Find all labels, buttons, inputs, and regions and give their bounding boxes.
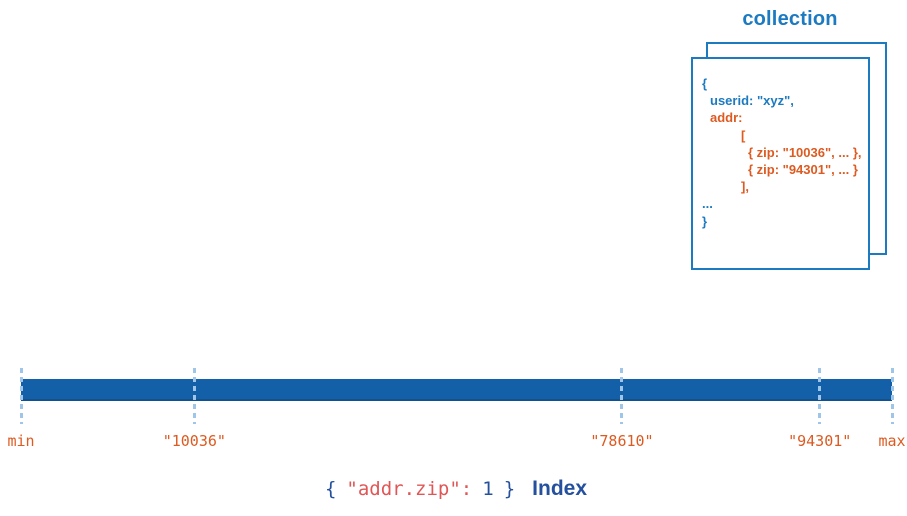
collection-card-front: {userid: "xyz",addr:[{ zip: "10036", ...… [691, 57, 870, 270]
tick-dashed-line [818, 368, 822, 424]
code-line: { [702, 76, 708, 91]
tick-label: max [878, 432, 906, 450]
code-line: userid: "xyz", [710, 93, 794, 109]
code-line: addr: [710, 110, 743, 126]
code-line: ... [702, 196, 713, 212]
tick-dashed-line [192, 368, 196, 424]
tick-label: "10036" [162, 432, 226, 450]
index-bar [21, 379, 892, 401]
caption-index-word: Index [532, 477, 588, 500]
caption-index-key: "addr.zip": [346, 478, 473, 500]
caption-close-brace: } [503, 478, 516, 500]
collection-title: collection [742, 8, 838, 30]
tick-label: "78610" [590, 432, 654, 450]
code-line: [ [741, 127, 746, 143]
collection-code: {userid: "xyz",addr:[{ zip: "10036", ...… [693, 59, 868, 230]
tick-dashed-line [890, 368, 894, 424]
tick-dashed-line [620, 368, 624, 424]
caption-open-brace: { [324, 478, 337, 500]
tick-dashed-line [19, 368, 23, 424]
code-line: ], [741, 179, 749, 195]
tick-label: min [7, 432, 35, 450]
code-line: { zip: "94301", ... } [748, 162, 858, 178]
index-caption: { "addr.zip": 1 } Index [0, 477, 907, 501]
caption-index-value: 1 [482, 478, 494, 500]
code-line: { zip: "10036", ... }, [748, 144, 862, 160]
tick-label: "94301" [788, 432, 852, 450]
code-line: } [702, 213, 708, 229]
